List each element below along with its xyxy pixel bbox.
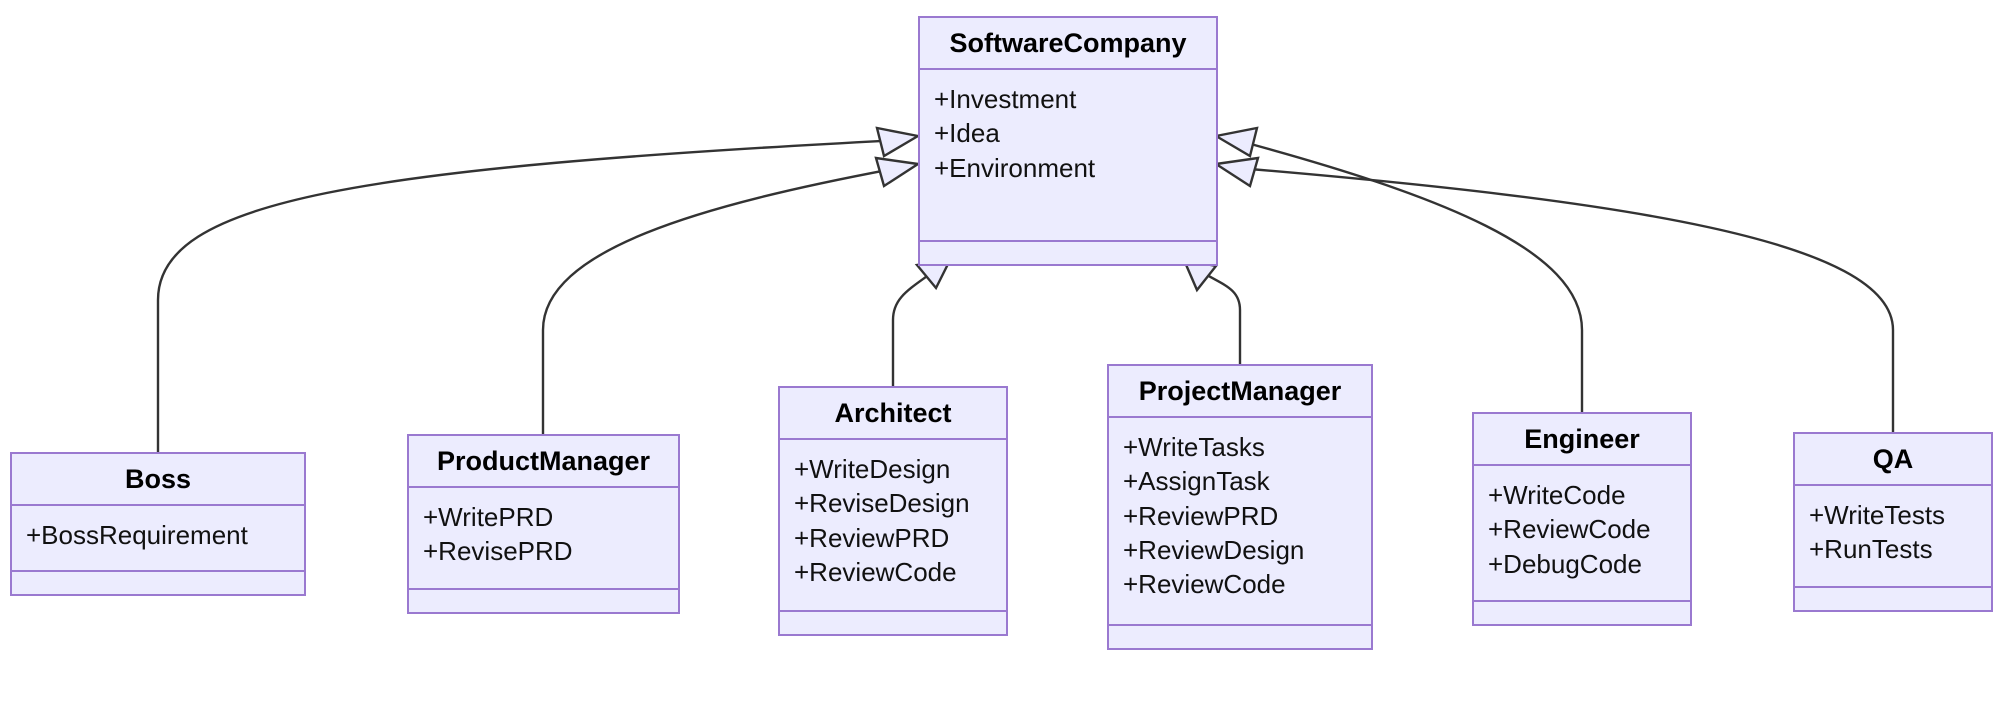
- class-methods-architect: [780, 612, 1006, 634]
- class-box-architect[interactable]: Architect+WriteDesign+ReviseDesign+Revie…: [778, 386, 1008, 636]
- inheritance-arrowhead: [875, 126, 922, 158]
- class-methods-projectmanager: [1109, 626, 1371, 648]
- edge-architect: [891, 258, 953, 386]
- class-attributes-engineer: +WriteCode +ReviewCode+DebugCode: [1474, 466, 1690, 602]
- inheritance-arrowhead: [1212, 156, 1260, 188]
- class-title-engineer: Engineer: [1474, 414, 1690, 466]
- class-attribute: +WriteDesign: [794, 454, 951, 484]
- class-attribute: +ReviseDesign: [794, 488, 970, 519]
- class-attribute: +ReviewPRD: [1123, 500, 1279, 531]
- class-attribute: +DebugCode: [1488, 548, 1642, 579]
- class-methods-softwarecompany: [920, 242, 1216, 264]
- class-title-projectmanager: ProjectManager: [1109, 366, 1371, 418]
- class-attribute: +ReviewCode: [794, 556, 957, 587]
- edge-projectmanager: [1182, 258, 1242, 364]
- class-attribute: +WriteTasks: [1123, 432, 1265, 462]
- class-attributes-qa: +WriteTests +RunTests: [1795, 486, 1991, 588]
- class-attribute: +ReviewDesign: [1123, 534, 1305, 565]
- class-title-qa: QA: [1795, 434, 1991, 486]
- class-title-softwarecompany: SoftwareCompany: [920, 18, 1216, 70]
- class-attributes-architect: +WriteDesign +ReviseDesign+ReviewPRD+Revi…: [780, 440, 1006, 612]
- inheritance-arrowhead: [1212, 126, 1259, 158]
- class-attributes-softwarecompany: +Investment +Idea+Environment: [920, 70, 1216, 242]
- class-attribute: +Environment: [934, 152, 1096, 183]
- class-title-architect: Architect: [780, 388, 1006, 440]
- class-attribute: +Investment: [934, 84, 1077, 114]
- class-attribute: +BossRequirement: [26, 520, 248, 550]
- class-box-projectmanager[interactable]: ProjectManager+WriteTasks+AssignTask+Rev…: [1107, 364, 1373, 650]
- class-attribute: +WriteCode: [1488, 480, 1626, 510]
- class-attribute: +Idea: [934, 118, 1000, 149]
- class-attribute: +AssignTask: [1123, 466, 1270, 497]
- class-attribute: +ReviewPRD: [794, 522, 950, 553]
- class-box-softwarecompany[interactable]: SoftwareCompany +Investment +Idea+Environm…: [918, 16, 1218, 266]
- class-box-boss[interactable]: Boss +BossRequirement: [10, 452, 306, 596]
- class-box-qa[interactable]: QA +WriteTests +RunTests: [1793, 432, 1993, 612]
- class-attribute: +WritePRD: [423, 502, 554, 532]
- class-methods-productmanager: [409, 590, 678, 612]
- class-attribute: +ReviewCode: [1488, 514, 1651, 545]
- class-attribute: +RunTests: [1809, 534, 1933, 565]
- class-methods-boss: [12, 572, 304, 594]
- class-title-boss: Boss: [12, 454, 304, 506]
- class-box-productmanager[interactable]: ProductManager +WritePRD +RevisePRD: [407, 434, 680, 614]
- class-attribute: +WriteTests: [1809, 500, 1946, 530]
- class-attributes-projectmanager: +WriteTasks +AssignTask+ReviewPRD+ReviewD…: [1109, 418, 1371, 626]
- class-attributes-boss: +BossRequirement: [12, 506, 304, 572]
- class-title-productmanager: ProductManager: [409, 436, 678, 488]
- class-box-engineer[interactable]: Engineer +WriteCode +ReviewCode+DebugCode: [1472, 412, 1692, 626]
- class-attributes-productmanager: +WritePRD +RevisePRD: [409, 488, 678, 590]
- class-methods-qa: [1795, 588, 1991, 610]
- class-attribute: +ReviewCode: [1123, 569, 1286, 600]
- inheritance-arrowhead: [874, 156, 922, 188]
- class-methods-engineer: [1474, 602, 1690, 624]
- class-attribute: +RevisePRD: [423, 536, 573, 567]
